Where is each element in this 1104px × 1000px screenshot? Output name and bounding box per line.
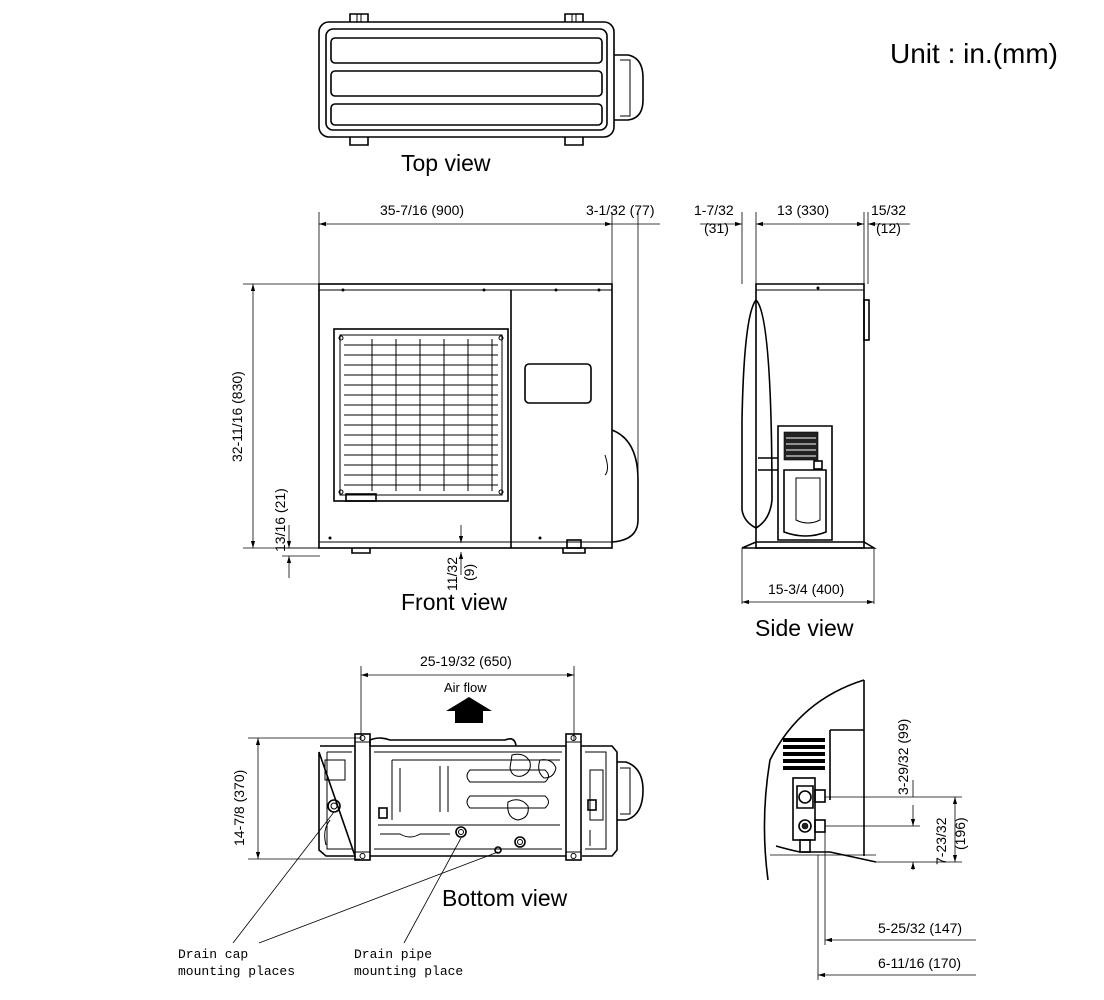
foot-offset-mm-dim: (9) [461, 564, 477, 581]
detail-upper-dim: 3-29/32 (99) [895, 719, 911, 795]
side-view-label: Side view [755, 615, 854, 641]
side-left-in-dim: 1-7/32 [694, 202, 734, 218]
unit-label: Unit : in.(mm) [890, 38, 1058, 69]
detail-lower-mm-dim: (196) [952, 817, 968, 850]
bottom-depth-dim: 14-7/8 (370) [231, 770, 247, 846]
front-height-dim: 32-11/16 (830) [229, 371, 245, 462]
drain-cap-note-line2: mounting places [178, 964, 295, 979]
top-view-drawing [318, 13, 644, 146]
detail-lower-in-dim: 7-23/32 [933, 817, 949, 865]
foot-offset-in-dim: 11/32 [444, 557, 460, 591]
detail-h2-dim: 6-11/16 (170) [878, 955, 961, 971]
front-protrusion-dim: 3-1/32 (77) [586, 202, 654, 218]
side-view-drawing [700, 212, 910, 605]
front-view-label: Front view [401, 589, 507, 615]
side-right-mm-dim: (12) [876, 220, 901, 236]
side-base-dim: 15-3/4 (400) [768, 581, 844, 597]
side-right-in-dim: 15/32 [871, 202, 906, 218]
front-width-dim: 35-7/16 (900) [380, 202, 464, 218]
top-view-label: Top view [401, 150, 491, 176]
detail-view-drawing [763, 679, 976, 980]
bottom-span-dim: 25-19/32 (650) [420, 653, 512, 669]
bottom-view-label: Bottom view [442, 885, 568, 911]
air-flow-label: Air flow [444, 680, 487, 695]
drain-cap-note-line1: Drain cap [178, 947, 248, 962]
drain-pipe-note-line2: mounting place [354, 964, 463, 979]
side-left-mm-dim: (31) [704, 220, 729, 236]
foot-height-dim: 13/16 (21) [272, 488, 288, 552]
front-view-drawing [243, 212, 660, 578]
drain-pipe-note-line1: Drain pipe [354, 947, 432, 962]
side-depth-dim: 13 (330) [777, 202, 829, 218]
detail-h1-dim: 5-25/32 (147) [878, 920, 962, 936]
bottom-view-drawing [232, 666, 644, 944]
